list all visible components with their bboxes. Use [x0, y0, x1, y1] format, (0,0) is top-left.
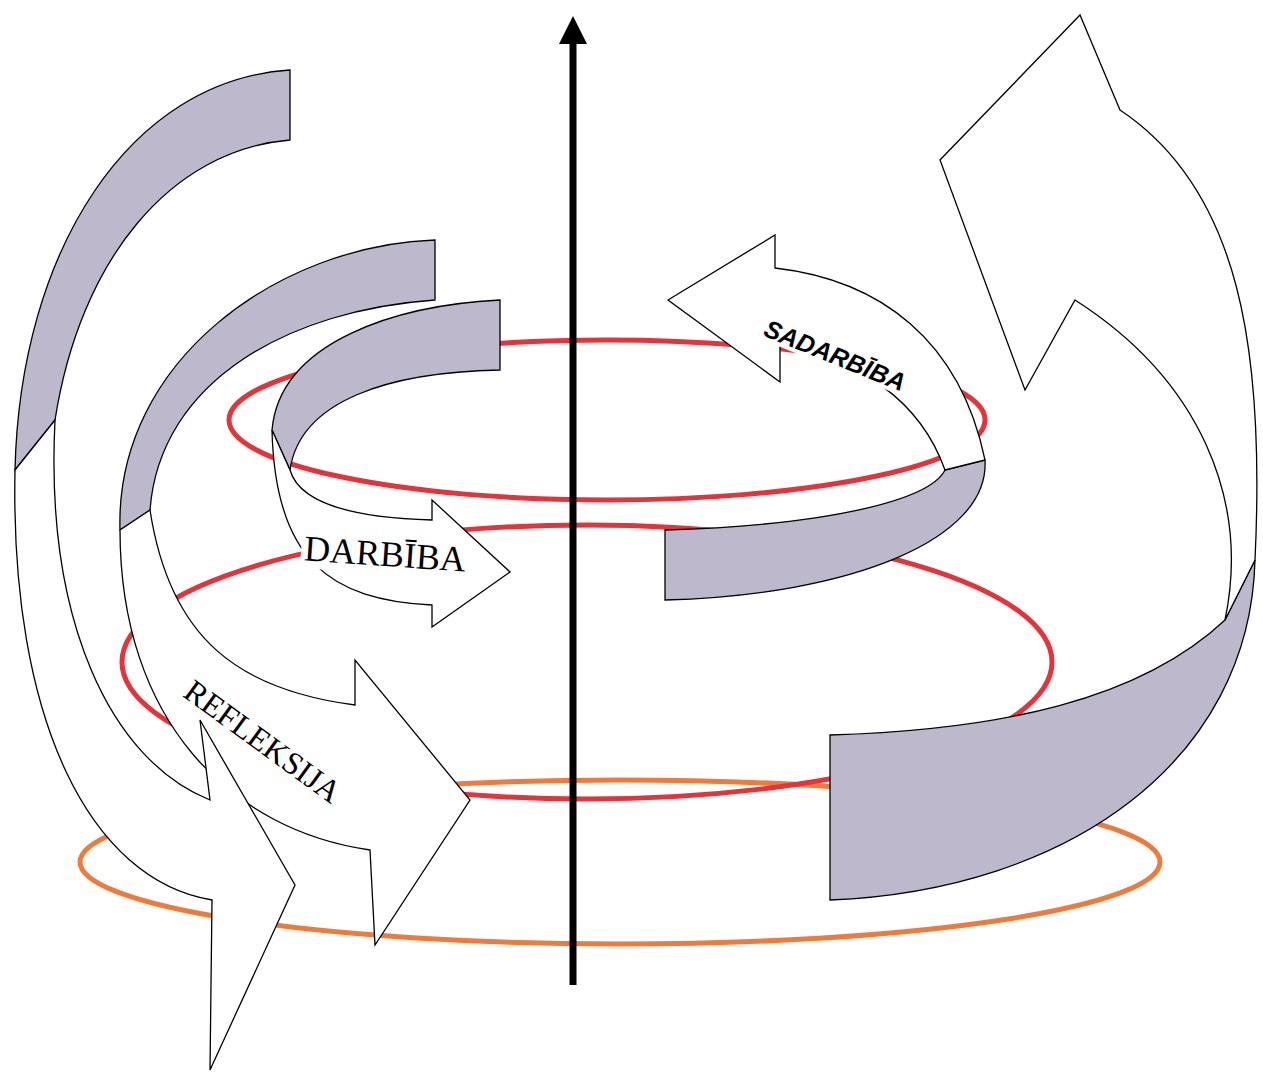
ribbon-back — [830, 560, 1255, 900]
ribbon-front — [940, 15, 1257, 620]
ribbon-back — [272, 300, 500, 470]
ribbon-front — [668, 235, 985, 470]
vertical-axis — [570, 30, 577, 985]
ribbon-front — [272, 430, 510, 627]
ribbon-back — [665, 460, 985, 600]
